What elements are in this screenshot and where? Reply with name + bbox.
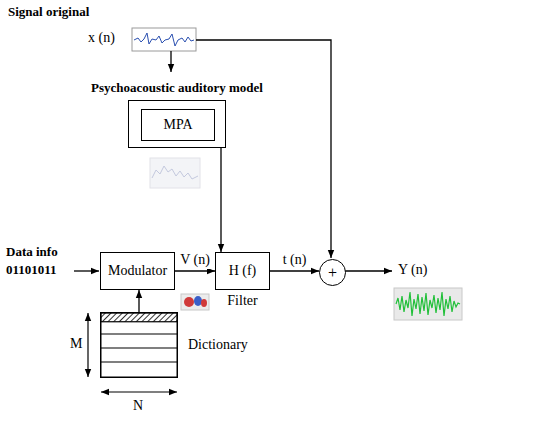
hatched-row xyxy=(101,313,178,322)
spectrum-icon xyxy=(181,294,209,310)
table-row-line xyxy=(100,333,178,334)
signal-title: Signal original xyxy=(8,4,89,20)
signal-arrow xyxy=(175,270,215,271)
signal-name: x (n) xyxy=(88,30,115,47)
signal-name: V (n) xyxy=(179,252,211,269)
adder-sign: + xyxy=(328,263,337,282)
input-bits: 01101011 xyxy=(6,262,57,278)
dictionary-table: Dictionary xyxy=(100,312,178,378)
dimension-arrow xyxy=(87,313,88,377)
spectrum-blob xyxy=(184,297,194,307)
data-wire xyxy=(74,270,99,271)
dimension-arrow xyxy=(101,391,177,392)
output-icon xyxy=(394,288,462,320)
signal-name: t (n) xyxy=(282,252,308,269)
signal-waveform xyxy=(134,33,194,46)
adder-circle: + xyxy=(319,259,346,286)
spectrum-blob xyxy=(201,299,207,307)
dimension-label: N xyxy=(133,398,143,415)
output-waveform xyxy=(396,292,460,316)
filter-box: H (f)Filter xyxy=(215,252,270,290)
signal-arrow xyxy=(220,148,221,252)
signal-arrow xyxy=(270,270,319,271)
box-label: Modulator xyxy=(108,263,167,280)
box-label: MPA xyxy=(163,117,192,134)
signal-wire xyxy=(196,40,331,258)
dictionary-rows xyxy=(100,312,178,378)
box-caption: Dictionary xyxy=(188,337,248,354)
spectrum-blob xyxy=(194,296,202,306)
output-wire xyxy=(343,270,392,271)
box-label: H (f) xyxy=(229,263,257,280)
mpa-box: MPA xyxy=(141,109,215,141)
signal-name: Y (n) xyxy=(398,262,427,279)
table-row-line xyxy=(100,361,178,362)
box-caption: Filter xyxy=(227,293,257,310)
threshold-curve xyxy=(152,166,198,179)
dimension-label: M xyxy=(70,336,82,353)
table-row-line xyxy=(100,347,178,348)
signal-arrow xyxy=(138,290,139,312)
signal-icon xyxy=(132,28,196,51)
model-box: MPAPsychoacoustic auditory model xyxy=(128,100,226,148)
input-label: Data info xyxy=(6,244,58,260)
signal-wire xyxy=(170,51,171,72)
model-heading: Psychoacoustic auditory model xyxy=(91,80,263,96)
threshold-icon xyxy=(150,158,200,188)
modulator-box: Modulator xyxy=(100,252,175,290)
table-outline xyxy=(101,313,178,378)
